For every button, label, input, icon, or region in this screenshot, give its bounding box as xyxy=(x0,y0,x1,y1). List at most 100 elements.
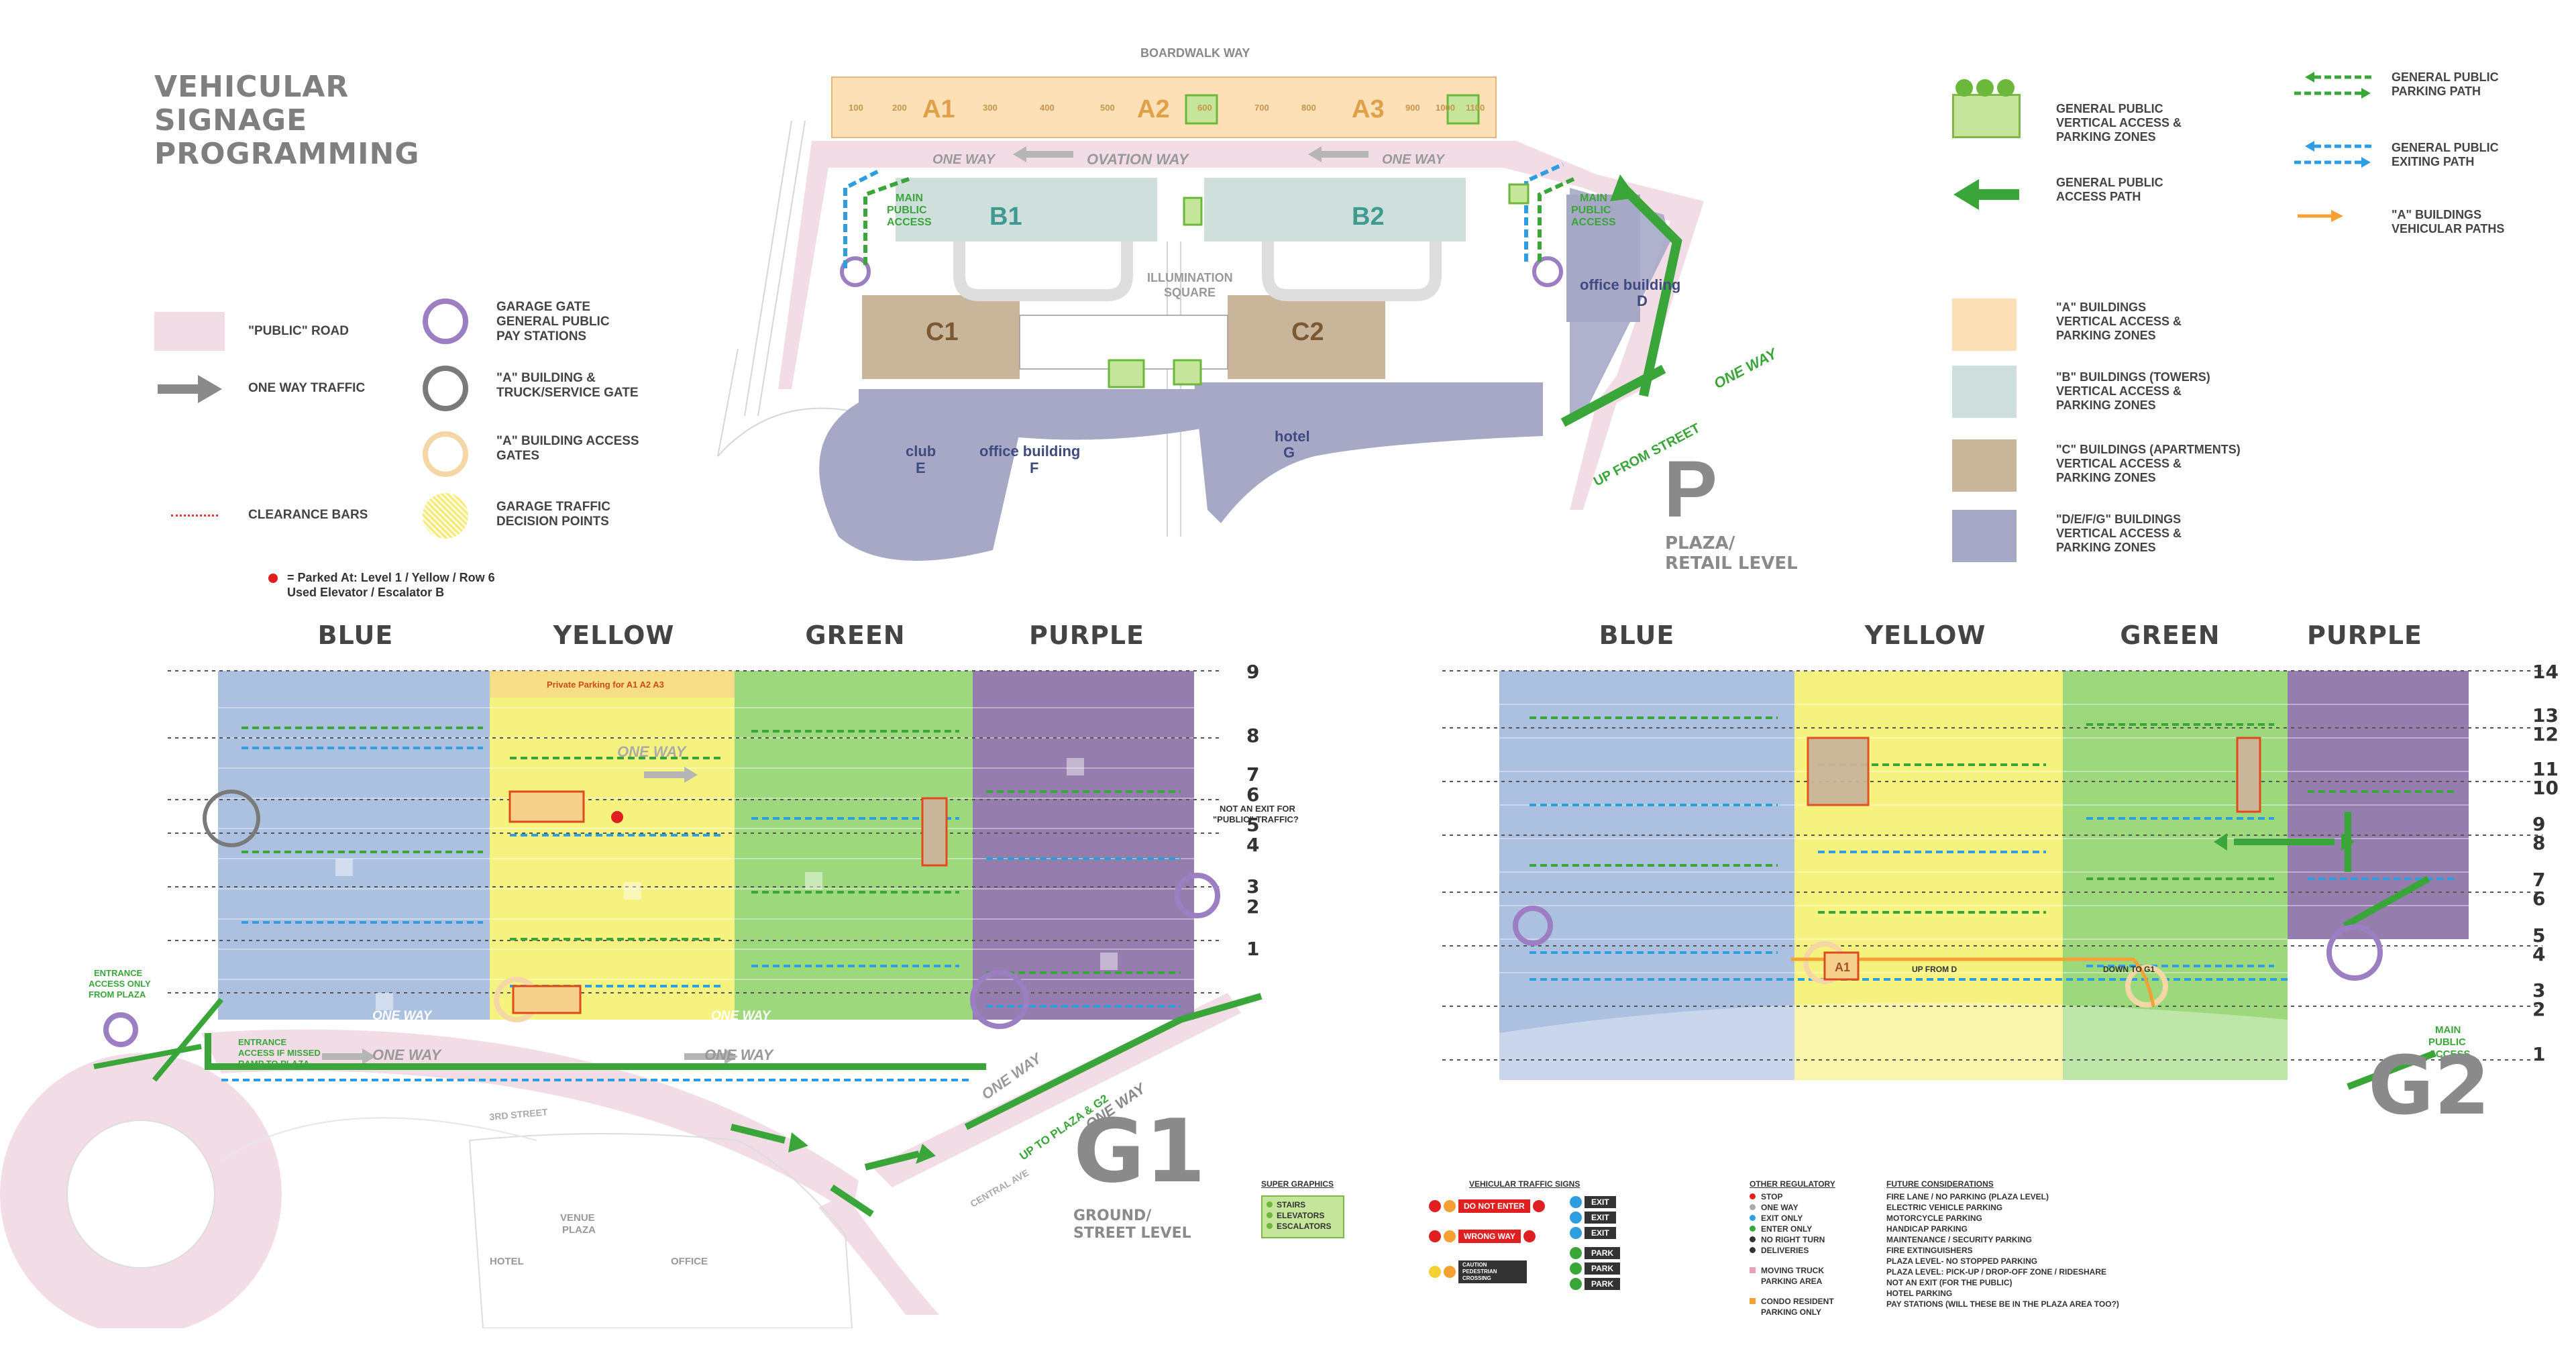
other-regulatory-legend: OTHER REGULATORY STOP ONE WAY EXIT ONLY … xyxy=(1750,1179,1884,1317)
legend-b-label: "B" BUILDINGS (TOWERS)VERTICAL ACCESS &P… xyxy=(2056,370,2210,412)
defg-buildings-swatch xyxy=(1952,510,2017,562)
gray-arrow-icon xyxy=(158,375,222,403)
g2-row-label: 11 xyxy=(2532,758,2559,780)
g2-row-label: 9 xyxy=(2532,813,2546,835)
traffic-signs-title: VEHICULAR TRAFFIC SIGNS xyxy=(1469,1179,1580,1189)
building-b1-label: B1 xyxy=(989,203,1022,231)
g1-row-label: 6 xyxy=(1246,784,1260,806)
exit-signs: EXIT EXIT EXIT PARK PARK PARK xyxy=(1570,1196,1621,1290)
g2-down-to-label: DOWN TO G1 xyxy=(2103,965,2155,974)
future-item: PLAZA LEVEL- NO STOPPED PARKING xyxy=(1886,1256,2038,1266)
a-space-number: 100 xyxy=(849,103,863,113)
g2-row-label: 6 xyxy=(2532,887,2546,910)
elevators-dot-icon xyxy=(1267,1212,1273,1218)
parked-note-text: = Parked At: Level 1 / Yellow / Row 6 Us… xyxy=(287,571,495,599)
g1-place-label: PLAZA xyxy=(562,1224,596,1236)
g2-main-access-label: ACCESS xyxy=(2428,1048,2471,1060)
a-space-number: 500 xyxy=(1100,103,1115,113)
a-buildings-swatch xyxy=(1952,299,2017,351)
super-graphics-box xyxy=(1261,1195,1344,1238)
g1-row-label: 9 xyxy=(1246,661,1260,683)
g2-row-label: 12 xyxy=(2532,723,2559,745)
access-gate-circle-icon xyxy=(423,431,468,477)
green-arrow-icon xyxy=(1953,179,2019,210)
future-considerations-legend: FUTURE CONSIDERATIONS FIRE LANE / NO PAR… xyxy=(1886,1179,2168,1309)
a-space-number: 700 xyxy=(1254,103,1269,113)
g1-entrance-label: ENTRANCE xyxy=(94,968,143,978)
g1-entrance-label-2: ENTRANCE xyxy=(238,1037,287,1047)
plaza-level-name: PLAZA/RETAIL LEVEL xyxy=(1665,533,1798,574)
g2-row-label: 2 xyxy=(2532,998,2546,1020)
g1-one-way-label-2: ONE WAY xyxy=(711,1009,772,1023)
g1-level-name: GROUND/STREET LEVEL xyxy=(1073,1207,1191,1242)
pay-station-circle-icon xyxy=(423,299,468,344)
g1-col-header-yellow: YELLOW xyxy=(553,621,675,650)
regulatory-item: STOP xyxy=(1750,1191,1884,1202)
decision-point-icon xyxy=(423,493,468,539)
parking-path-icon xyxy=(2294,72,2375,99)
g1-place-label: HOTEL xyxy=(490,1256,524,1267)
title-line: SIGNAGE xyxy=(154,103,308,138)
escalators-dot-icon xyxy=(1267,1223,1273,1229)
g2-plan: A1 UP FROM D DOWN TO G1 MAIN PUBLIC ACCE… xyxy=(1442,670,2542,1090)
office-d-label: office building xyxy=(1580,276,1680,293)
main-access-label: MAIN xyxy=(896,193,923,204)
g1-map: BLUE YELLOW GREEN PURPLE xyxy=(0,617,1315,1328)
public-road-swatch xyxy=(154,312,225,351)
future-item: HANDICAP PARKING xyxy=(1886,1224,1968,1234)
page-title: VEHICULAR SIGNAGE PROGRAMMING xyxy=(154,70,419,171)
g1-row-label: 5 xyxy=(1246,814,1260,836)
office-f-letter: F xyxy=(1030,460,1038,476)
g1-one-way-label: ONE WAY xyxy=(372,1009,433,1023)
traffic-signs-legend: VEHICULAR TRAFFIC SIGNS DO NOT ENTER WRO… xyxy=(1429,1179,1697,1313)
g2-row-label: 10 xyxy=(2532,777,2559,799)
g1-row-label: 7 xyxy=(1246,763,1260,786)
g2-row-label: 8 xyxy=(2532,832,2546,854)
future-item: FIRE EXTINGUISHERS xyxy=(1886,1246,1973,1255)
future-item: PAY STATIONS (WILL THESE BE IN THE PLAZA… xyxy=(1886,1299,2119,1309)
g1-private-parking-label: Private Parking for A1 A2 A3 xyxy=(547,680,664,690)
escalator-icon xyxy=(1997,79,2015,97)
regulatory-item: EXIT ONLY xyxy=(1750,1213,1884,1224)
g1-row-label: 3 xyxy=(1246,875,1260,898)
main-access-label-2: MAIN xyxy=(1580,193,1607,204)
g1-entrance-label-2: ACCESS IF MISSED xyxy=(238,1048,321,1058)
a-space-number: 1100 xyxy=(1466,103,1485,113)
g1-level-letter: G1 xyxy=(1073,1100,1206,1202)
g1-not-exit-label: NOT AN EXIT FOR xyxy=(1220,804,1296,814)
g2-up-from-label: UP FROM D xyxy=(1912,965,1957,974)
g1-street-label-2: CENTRAL AVE xyxy=(969,1167,1031,1209)
public-vertical-icon xyxy=(1952,94,2021,138)
super-graphics-legend: SUPER GRAPHICS STAIRS ELEVATORS ESCALATO… xyxy=(1261,1179,1344,1238)
building-c1-label: C1 xyxy=(926,318,959,346)
building-a1-label: A1 xyxy=(922,95,955,123)
plaza-one-way-label-2: ONE WAY xyxy=(1382,152,1446,167)
regulatory-item: DELIVERIES xyxy=(1750,1245,1884,1256)
future-item: MAINTENANCE / SECURITY PARKING xyxy=(1886,1235,2032,1244)
club-letter: E xyxy=(916,460,926,476)
g2-row-label: 14 xyxy=(2532,661,2559,683)
g1-col-header-blue: BLUE xyxy=(317,621,394,650)
g2-row-label: 7 xyxy=(2532,869,2546,891)
g2-main-access-label: MAIN xyxy=(2435,1024,2461,1036)
red-dot-icon xyxy=(268,574,278,583)
clearance-bar-icon xyxy=(171,515,218,517)
g2-row-label: 5 xyxy=(2532,924,2546,947)
g1-row-label: 2 xyxy=(1246,896,1260,918)
g2-a-label: A1 xyxy=(1835,961,1850,974)
g1-row-label: 8 xyxy=(1246,724,1260,747)
a-space-number: 1000 xyxy=(1436,103,1455,113)
main-access-label-2: ACCESS xyxy=(1571,217,1616,228)
plaza-one-way-label-3: ONE WAY xyxy=(1711,344,1781,392)
legend-c-label: "C" BUILDINGS (APARTMENTS)VERTICAL ACCES… xyxy=(2056,443,2241,484)
